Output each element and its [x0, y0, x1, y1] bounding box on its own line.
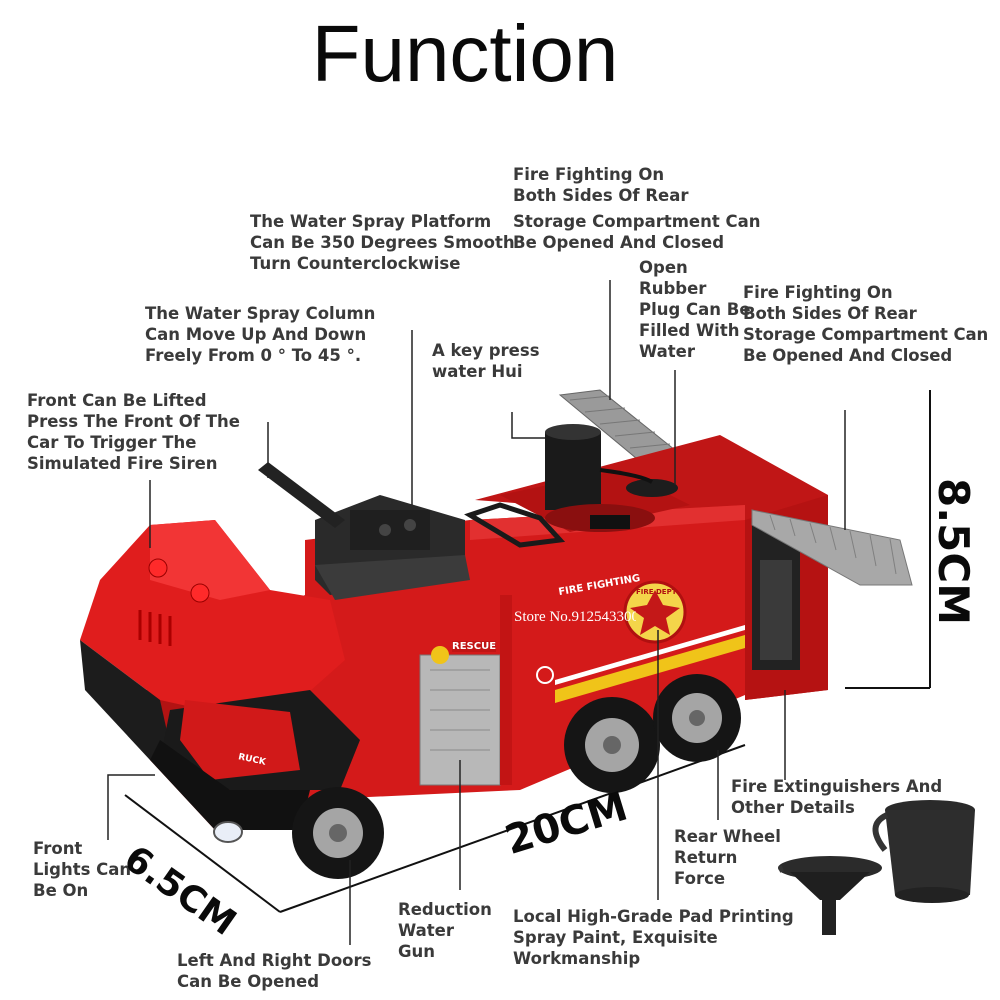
- truck-fire-dept-text: FIRE DEPT: [636, 588, 677, 596]
- leader-lines: [107, 280, 846, 945]
- label-rear-side-2: Fire Fighting On Both Sides Of Rear Stor…: [743, 283, 989, 365]
- label-front-lights: Front Lights Can Be On: [33, 839, 132, 900]
- page-title: Function: [311, 9, 619, 98]
- truck-cab: [80, 520, 360, 843]
- watermark: Store No.912543300: [514, 609, 636, 625]
- label-spray-platform: The Water Spray Platform Can Be 350 Degr…: [250, 212, 515, 273]
- accessory-cup: [872, 800, 975, 903]
- label-extinguishers: Fire Extinguishers And Other Details: [731, 777, 943, 817]
- label-pad-printing: Local High-Grade Pad Printing Spray Pain…: [513, 907, 794, 968]
- dimension-lines: [124, 390, 931, 913]
- label-rear-wheel: Rear Wheel Return Force: [674, 827, 781, 888]
- label-storage-1: Storage Compartment Can Be Opened And Cl…: [513, 212, 761, 252]
- label-spray-column: The Water Spray Column Can Move Up And D…: [145, 304, 376, 365]
- front-wheel: [292, 787, 384, 879]
- label-doors: Left And Right Doors Can Be Opened: [177, 951, 372, 991]
- rear-wheel: [653, 674, 741, 762]
- truck-rescue-text: RESCUE: [452, 641, 497, 652]
- accessory-funnel: [778, 856, 882, 935]
- dimension-height: 8.5CM: [929, 478, 978, 626]
- middle-wheel: [564, 697, 660, 793]
- label-open-rubber: Open Rubber Plug Can Be Filled With Wate…: [639, 258, 751, 361]
- label-reduction-gun: Reduction Water Gun: [398, 900, 492, 961]
- truck-wheels: [292, 674, 741, 879]
- label-key-press: A key press water Hui: [432, 341, 540, 381]
- roof-equipment: [464, 424, 690, 548]
- label-front-lifted: Front Can Be Lifted Press The Front Of T…: [27, 391, 240, 473]
- water-cannon: [258, 462, 470, 600]
- label-rear-side-1: Fire Fighting On Both Sides Of Rear: [513, 165, 689, 205]
